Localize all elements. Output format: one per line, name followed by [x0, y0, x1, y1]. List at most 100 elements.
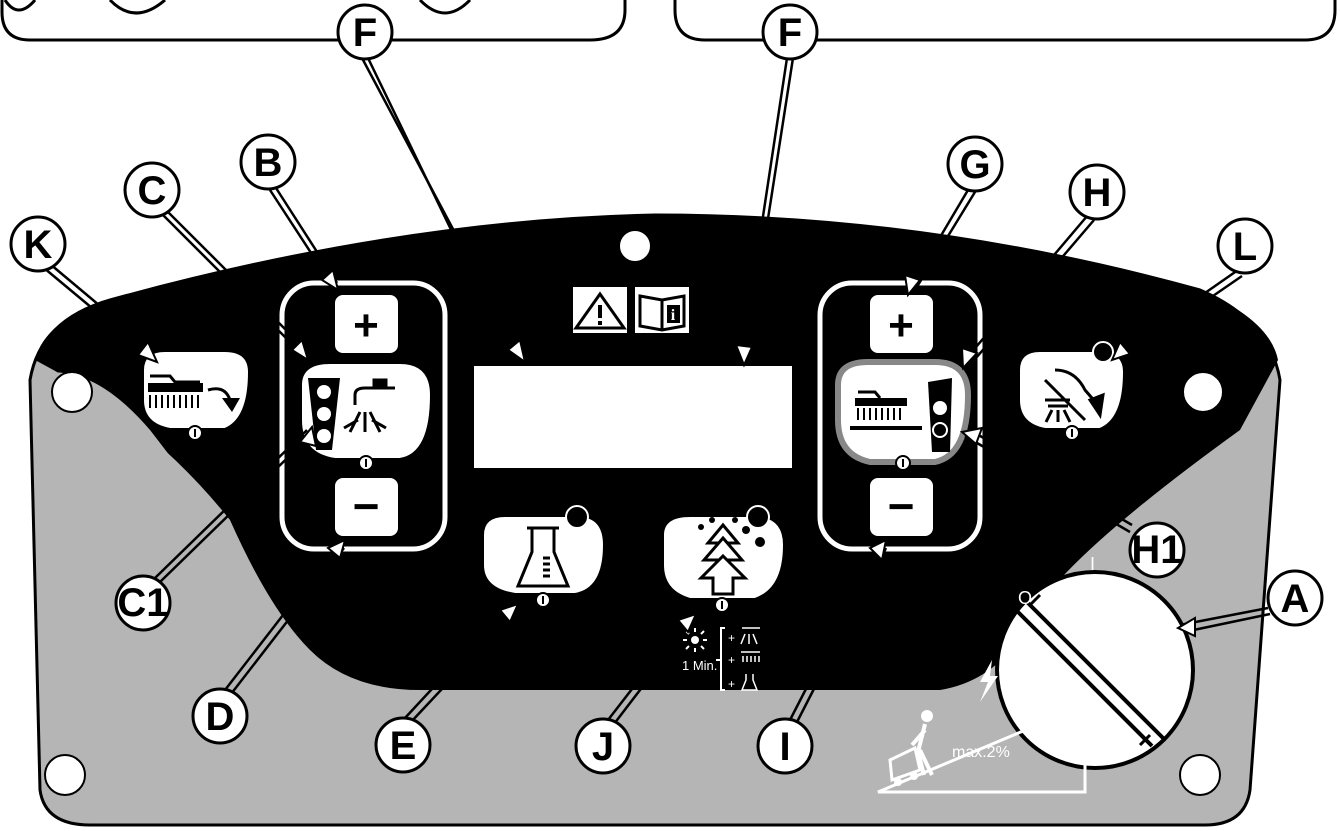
- callout-b: B: [239, 133, 297, 191]
- svg-text:F: F: [353, 11, 377, 55]
- leader-l: [1115, 268, 1239, 357]
- mounting-hole-bottom-left: [44, 754, 86, 796]
- eco-one-min-label: 1 Min.: [682, 658, 717, 673]
- leader-c: [159, 211, 305, 357]
- callout-d: D: [191, 687, 249, 745]
- leader-f-right: [740, 57, 789, 356]
- leader-h: [964, 214, 1089, 361]
- svg-text:H1: H1: [1131, 528, 1182, 572]
- callout-e: E: [374, 716, 432, 774]
- water-tap-icon: [343, 378, 395, 433]
- right-cluster-frame: [817, 280, 983, 552]
- callout-k: K: [9, 215, 67, 273]
- svg-text:K: K: [24, 223, 53, 267]
- brush-pressure-led-1: [933, 401, 947, 415]
- display-screen: [472, 364, 794, 470]
- callout-g: G: [946, 135, 1004, 193]
- slope-label: max.2%: [952, 744, 1010, 761]
- vacuum-button[interactable]: [1016, 348, 1128, 432]
- svg-text:C: C: [138, 169, 167, 213]
- mounting-hole-right: [1182, 371, 1224, 413]
- brush-pressure-led-2: [932, 422, 948, 438]
- left-top-frame: [0, 0, 627, 42]
- right-top-frame: [673, 0, 1337, 42]
- leader-j: [607, 617, 688, 721]
- svg-text:B: B: [254, 141, 283, 185]
- lightning-icon: [980, 660, 998, 702]
- slope-icon: max.2%: [877, 702, 1087, 794]
- leader-lines: [43, 57, 1271, 725]
- callout-h1: H1: [1128, 521, 1186, 579]
- warning-manual-icons: i: [571, 285, 691, 335]
- eco-water-mini-icon: [740, 627, 760, 645]
- mounting-hole-top: [618, 229, 652, 263]
- eco-brush-mini-icon: [741, 651, 760, 662]
- arrow-tips: [136, 268, 1196, 638]
- right-minus-button[interactable]: [870, 478, 933, 536]
- leader-d: [224, 543, 339, 691]
- leader-c1: [154, 429, 308, 579]
- mounting-hole-bottom-right: [1179, 754, 1221, 796]
- detergent-button[interactable]: [480, 513, 608, 597]
- leader-i: [788, 544, 882, 721]
- water-led-2: [317, 407, 331, 421]
- vacuum-icon: [1043, 368, 1105, 423]
- eco-tree-icon: [697, 522, 749, 596]
- eco-detergent-mini-icon: [740, 674, 759, 691]
- top-frames: [0, 0, 1337, 42]
- leader-e: [404, 606, 509, 719]
- warning-icon: [573, 291, 627, 330]
- callout-c: C: [123, 161, 181, 219]
- detergent-flask-icon: [515, 526, 571, 588]
- callout-l: L: [1216, 217, 1274, 275]
- callout-c1: C1: [114, 574, 172, 632]
- info-i-icon: i: [671, 307, 676, 324]
- callout-h: H: [1068, 163, 1126, 221]
- callout-a: A: [1266, 569, 1324, 627]
- svg-text:C1: C1: [117, 581, 168, 625]
- eco-plus-3: +: [728, 677, 735, 691]
- left-cluster-frame: [279, 280, 448, 552]
- callout-f-left: F: [336, 3, 394, 61]
- vacuum-led: [1092, 341, 1114, 363]
- callout-i: I: [756, 717, 814, 775]
- top-knob-partial-2: [108, 0, 166, 15]
- eco-mode-led: [746, 505, 770, 529]
- svg-text:D: D: [206, 695, 235, 739]
- svg-text:H: H: [1083, 171, 1112, 215]
- key-switch-on-label: I: [1090, 554, 1095, 574]
- left-minus-button[interactable]: [335, 478, 398, 536]
- right-plus-button[interactable]: [870, 295, 933, 353]
- svg-text:I: I: [779, 725, 790, 769]
- left-plus-label: +: [353, 301, 379, 350]
- svg-text:J: J: [592, 725, 614, 769]
- eco-plus-2: +: [728, 653, 735, 667]
- leader-b: [268, 189, 334, 286]
- right-plus-label: +: [888, 301, 914, 350]
- svg-text:F: F: [778, 11, 802, 55]
- mounting-hole-left: [51, 371, 93, 413]
- svg-text:A: A: [1281, 577, 1310, 621]
- sun-icon: [691, 636, 699, 644]
- leader-h1: [969, 428, 1133, 527]
- detergent-led: [565, 505, 589, 529]
- water-led-3: [317, 429, 331, 443]
- leader-g: [908, 189, 970, 289]
- water-led-1: [317, 385, 331, 399]
- left-plus-button[interactable]: [335, 295, 398, 353]
- manual-book-icon: [638, 294, 686, 332]
- top-left-knob-partial: [3, 0, 37, 12]
- eco-legend: 1 Min. + + +: [682, 627, 760, 691]
- right-minus-label: −: [888, 480, 915, 532]
- svg-text:E: E: [390, 724, 417, 768]
- left-minus-label: −: [353, 480, 380, 532]
- main-key-switch[interactable]: [995, 570, 1195, 770]
- eco-plus-1: +: [728, 631, 735, 645]
- brush-lift-icon: [148, 374, 240, 412]
- callout-j: J: [574, 717, 632, 775]
- svg-text:G: G: [959, 143, 990, 187]
- panel-left-grey-wedge: [35, 372, 240, 560]
- key-switch-off-label: O: [1018, 588, 1032, 608]
